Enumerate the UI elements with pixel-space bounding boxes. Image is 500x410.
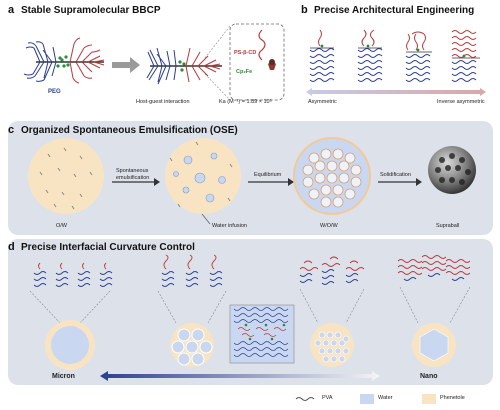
asymmetric-label: Asymmetric [308,99,337,105]
interface-inset [229,304,295,364]
wow-label: W/O/W [320,223,338,229]
nano-label: Nano [420,373,438,380]
double-arrow-b [306,88,486,96]
phenetole-swatch [422,394,436,404]
panel-a-illustration [23,23,285,101]
water-swatch [360,394,374,404]
ow-droplet [28,138,104,214]
bbcp-molecule-left [23,37,105,84]
host-guest-label: Host-guest interaction [136,99,190,105]
legend-swatches [295,394,436,404]
water-infusion-label: Water infusion [212,223,247,229]
legend-phenetole: Phenetole [440,395,465,401]
step-spontaneous-label: Spontaneous [116,168,149,174]
inset-ps-label: PS-β-CD [234,50,257,56]
panel-d-title: Precise Interfacial Curvature Control [21,242,195,253]
ow-label: O/W [56,223,67,229]
panel-a-title: Stable Supramolecular BBCP [21,5,161,16]
inset-box [229,23,285,101]
panel-d-illustration [29,254,471,381]
legend-pva: PVA [322,395,333,401]
double-arrow-d [100,371,380,381]
panel-c-title: Organized Spontaneous Emulsification (OS… [21,125,238,136]
panel-b-letter: b [301,4,308,16]
step-emulsification-label: emulsification [116,175,150,181]
bbcp-molecule-right [146,47,222,85]
step-equilibrium-label: Equilibrium [254,172,282,178]
panel-b-illustration [306,29,486,96]
legend-water: Water [378,395,393,401]
panel-c-letter: c [8,124,15,136]
inset-cp-label: Cp₂Fe [236,69,253,75]
step-solidification-label: Solidification [380,172,411,178]
panel-a-letter: a [8,4,15,16]
panel-d-letter: d [8,241,15,253]
supraball-label: Supraball [436,223,460,229]
ka-label: Ka (M⁻¹) = 1.89 × 10⁵ [219,99,272,105]
peg-label: PEG [48,89,61,95]
micron-label: Micron [52,373,75,380]
pva-swatch [295,397,315,401]
panel-c-illustration [28,137,476,225]
arrow-a [112,57,140,73]
inverse-asymmetric-label: Inverse asymmetric [437,99,485,105]
panel-b-title: Precise Architectural Engineering [314,5,475,16]
